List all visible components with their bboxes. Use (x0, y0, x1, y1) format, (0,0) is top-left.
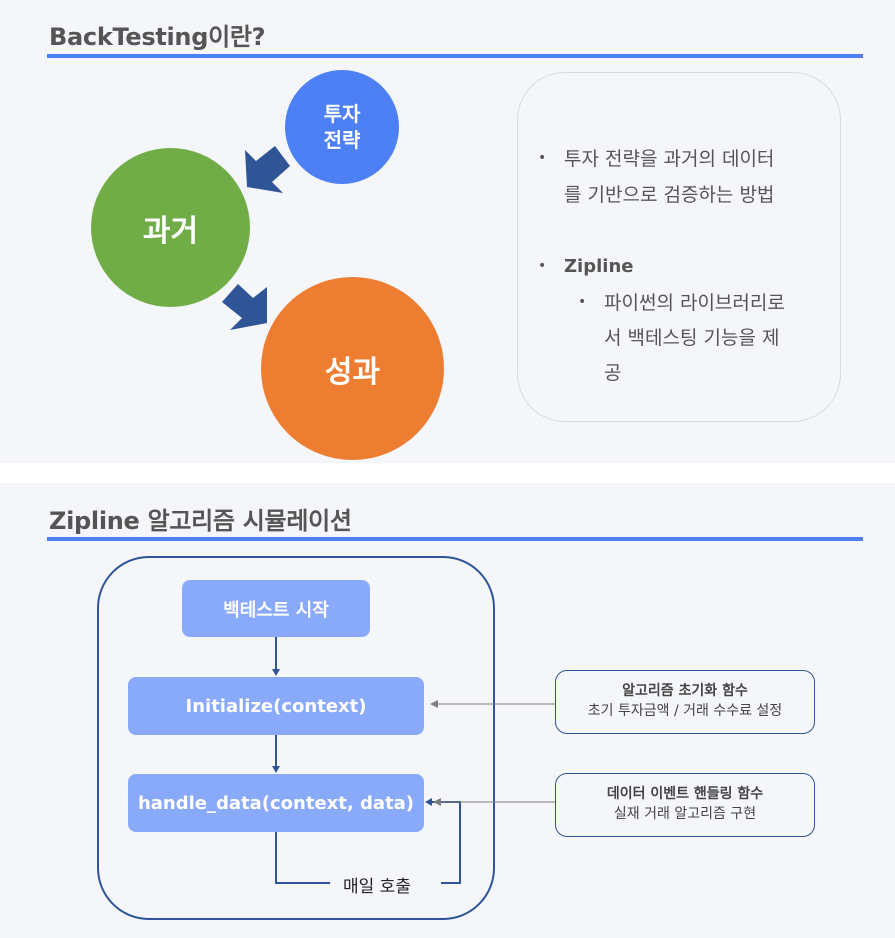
slide-title: Zipline 알고리즘 시뮬레이션 (49, 507, 352, 535)
circle-strategy-line1: 투자 (323, 102, 361, 126)
title-underline (47, 537, 863, 541)
circle-past-label: 과거 (142, 213, 199, 249)
title-underline (47, 54, 863, 58)
bullet1-line2: 를 기반으로 검증하는 방법 (564, 184, 775, 206)
arrows-layer (222, 146, 290, 330)
node-initialize-label: Initialize(context) (185, 695, 367, 717)
slide-title: BackTesting이란? (49, 23, 266, 51)
loop-label: 매일 호출 (343, 877, 411, 897)
node-backtest-start-label: 백테스트 시작 (223, 599, 329, 621)
connectors-layer (272, 637, 555, 884)
arrow-past-to-result-icon (222, 284, 267, 330)
node-backtest-start: 백테스트 시작 (182, 580, 370, 637)
note-initialize-desc: 초기 투자금액 / 거래 수수료 설정 (587, 703, 783, 719)
node-handle-data-label: handle_data(context, data) (137, 792, 415, 814)
bullet-dot: • (538, 150, 547, 166)
flow-arrows (275, 637, 461, 884)
bullet1-line1: 투자 전략을 과거의 데이터 (564, 148, 775, 170)
note-initialize: 알고리즘 초기화 함수 초기 투자금액 / 거래 수수료 설정 (555, 670, 815, 734)
sub-bullet-line1: 파이썬의 라이브러리로 (604, 292, 785, 314)
circle-result: 성과 (261, 277, 444, 460)
flow-container (97, 556, 495, 920)
note-connectors (437, 703, 555, 803)
note-handle-data-title: 데이터 이벤트 핸들링 함수 (606, 786, 764, 802)
arrow-strategy-to-past-icon (245, 146, 290, 193)
sub-bullet-line2: 서 백테스팅 기능을 제 (604, 327, 780, 349)
note-handle-data: 데이터 이벤트 핸들링 함수 실재 거래 알고리즘 구현 (555, 773, 815, 837)
circle-strategy-line2: 전략 (323, 128, 361, 152)
node-initialize: Initialize(context) (128, 677, 424, 735)
circle-past: 과거 (91, 148, 250, 307)
bullet-dot: • (538, 258, 547, 274)
bullet2-label: Zipline (564, 256, 634, 277)
sub-bullet-dot: • (578, 294, 587, 310)
sub-bullet-line3: 공 (604, 362, 622, 384)
arrowheads-icon (272, 669, 432, 806)
slide-zipline-simulation: Zipline 알고리즘 시뮬레이션 백테스트 시작 Initialize(co… (0, 483, 895, 938)
info-card (517, 72, 841, 422)
note-handle-data-desc: 실재 거래 알고리즘 구현 (613, 806, 757, 822)
circle-strategy: 투자 전략 (285, 70, 399, 184)
circle-result-label: 성과 (324, 354, 381, 390)
note-initialize-title: 알고리즘 초기화 함수 (622, 683, 748, 699)
node-handle-data: handle_data(context, data) (128, 774, 424, 832)
slide-backtesting: BackTesting이란? 투자 전략 과거 성과 • 투자 전략을 과거의 … (0, 0, 895, 463)
